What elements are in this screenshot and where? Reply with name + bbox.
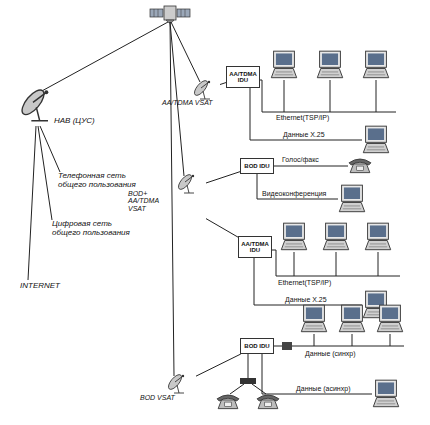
laptop bbox=[317, 51, 342, 78]
dish-mount bbox=[184, 176, 194, 193]
laptop bbox=[271, 51, 296, 78]
satellite-body bbox=[164, 6, 176, 20]
telephone bbox=[257, 395, 279, 409]
network-link bbox=[40, 126, 60, 172]
laptop bbox=[365, 223, 390, 250]
ethernet-bus bbox=[260, 80, 396, 112]
lan-wiring bbox=[230, 80, 404, 394]
modem-box bbox=[282, 342, 292, 350]
antenna-dish bbox=[18, 84, 58, 124]
interface-label: Ethernet(TSP/IP) bbox=[276, 114, 366, 122]
laptop bbox=[301, 305, 326, 332]
computer bbox=[339, 185, 364, 212]
interface-label: Видеоконференция bbox=[262, 190, 342, 198]
workstations bbox=[217, 51, 403, 408]
antenna-dish bbox=[192, 78, 216, 100]
dish-reflector bbox=[18, 87, 47, 119]
interface-label: Данные (синхр) bbox=[305, 350, 385, 358]
phone-switch bbox=[240, 378, 256, 384]
laptop bbox=[281, 223, 306, 250]
interface-label: Данные X.25 bbox=[285, 296, 355, 304]
dish-feed bbox=[182, 375, 184, 377]
box-label: AA/TDMA IDU bbox=[239, 241, 271, 254]
laptop bbox=[339, 305, 364, 332]
telephone bbox=[217, 395, 239, 409]
vsat-antenna: AA/TDMA VSAT bbox=[162, 78, 220, 110]
interface-label: Ethernet(TSP/IP) bbox=[278, 279, 368, 287]
station-label: НАВ (ЦУС) bbox=[54, 117, 100, 125]
edge-layer bbox=[196, 83, 241, 377]
interface-label: Данные X.25 bbox=[283, 131, 353, 139]
link-line bbox=[206, 172, 240, 183]
antenna-dish bbox=[166, 372, 190, 394]
computer bbox=[363, 126, 388, 153]
network-link bbox=[38, 126, 52, 220]
idu-box: AA/TDMA IDU bbox=[238, 236, 272, 258]
phone-line bbox=[230, 354, 266, 394]
radio-link bbox=[40, 22, 168, 92]
satellite bbox=[150, 6, 190, 23]
interface-label: Данные (асинхр) bbox=[296, 385, 376, 393]
laptop bbox=[363, 51, 388, 78]
box-label: AA/TDMA IDU bbox=[227, 71, 259, 84]
hub-station: НАВ (ЦУС) bbox=[18, 84, 100, 130]
solar-panel bbox=[177, 9, 190, 17]
bus-drop bbox=[284, 80, 376, 112]
bus-drop bbox=[294, 252, 378, 276]
idu-box: AA/TDMA IDU bbox=[226, 66, 260, 88]
network-name: Цифровая сеть общего пользования bbox=[52, 220, 132, 238]
link-line bbox=[196, 354, 241, 376]
idu-box: BOD IDU bbox=[240, 158, 274, 174]
telephone bbox=[349, 159, 371, 173]
sync-data-line bbox=[274, 346, 404, 347]
solar-panel bbox=[150, 9, 163, 17]
bus-drop bbox=[314, 334, 390, 346]
network-name: INTERNET bbox=[20, 282, 80, 291]
interface-label: Голос/факс bbox=[282, 156, 342, 164]
vsat-antenna: BOD+ AA/TDMA VSAT bbox=[128, 172, 206, 220]
idu-box: BOD IDU bbox=[240, 338, 274, 354]
link-line bbox=[206, 219, 238, 238]
vsat-antenna: BOD VSAT bbox=[140, 372, 196, 408]
dish-mount bbox=[174, 376, 184, 393]
dish-feed bbox=[208, 81, 210, 83]
dish-feed bbox=[44, 90, 48, 94]
laptop bbox=[377, 305, 402, 332]
box-label: BOD IDU bbox=[244, 163, 269, 169]
dish-mount bbox=[200, 82, 210, 99]
radio-link bbox=[170, 22, 174, 376]
network-name: Телефонная сеть общего пользования bbox=[58, 172, 138, 190]
computer bbox=[373, 380, 398, 407]
station-label: BOD VSAT bbox=[140, 394, 196, 401]
box-label: BOD IDU bbox=[244, 343, 269, 349]
network-link bbox=[28, 126, 36, 280]
hub-links bbox=[28, 126, 60, 280]
satellite-links bbox=[40, 22, 200, 376]
station-label: BOD+ AA/TDMA VSAT bbox=[128, 190, 170, 212]
dish-feed bbox=[192, 175, 194, 177]
voice-line bbox=[274, 166, 348, 167]
radio-link bbox=[171, 22, 200, 82]
dish-mount bbox=[31, 92, 48, 120]
antenna-dish bbox=[176, 172, 200, 194]
station-label: AA/TDMA VSAT bbox=[162, 99, 220, 106]
ethernet-bus bbox=[272, 250, 400, 276]
laptop bbox=[323, 223, 348, 250]
